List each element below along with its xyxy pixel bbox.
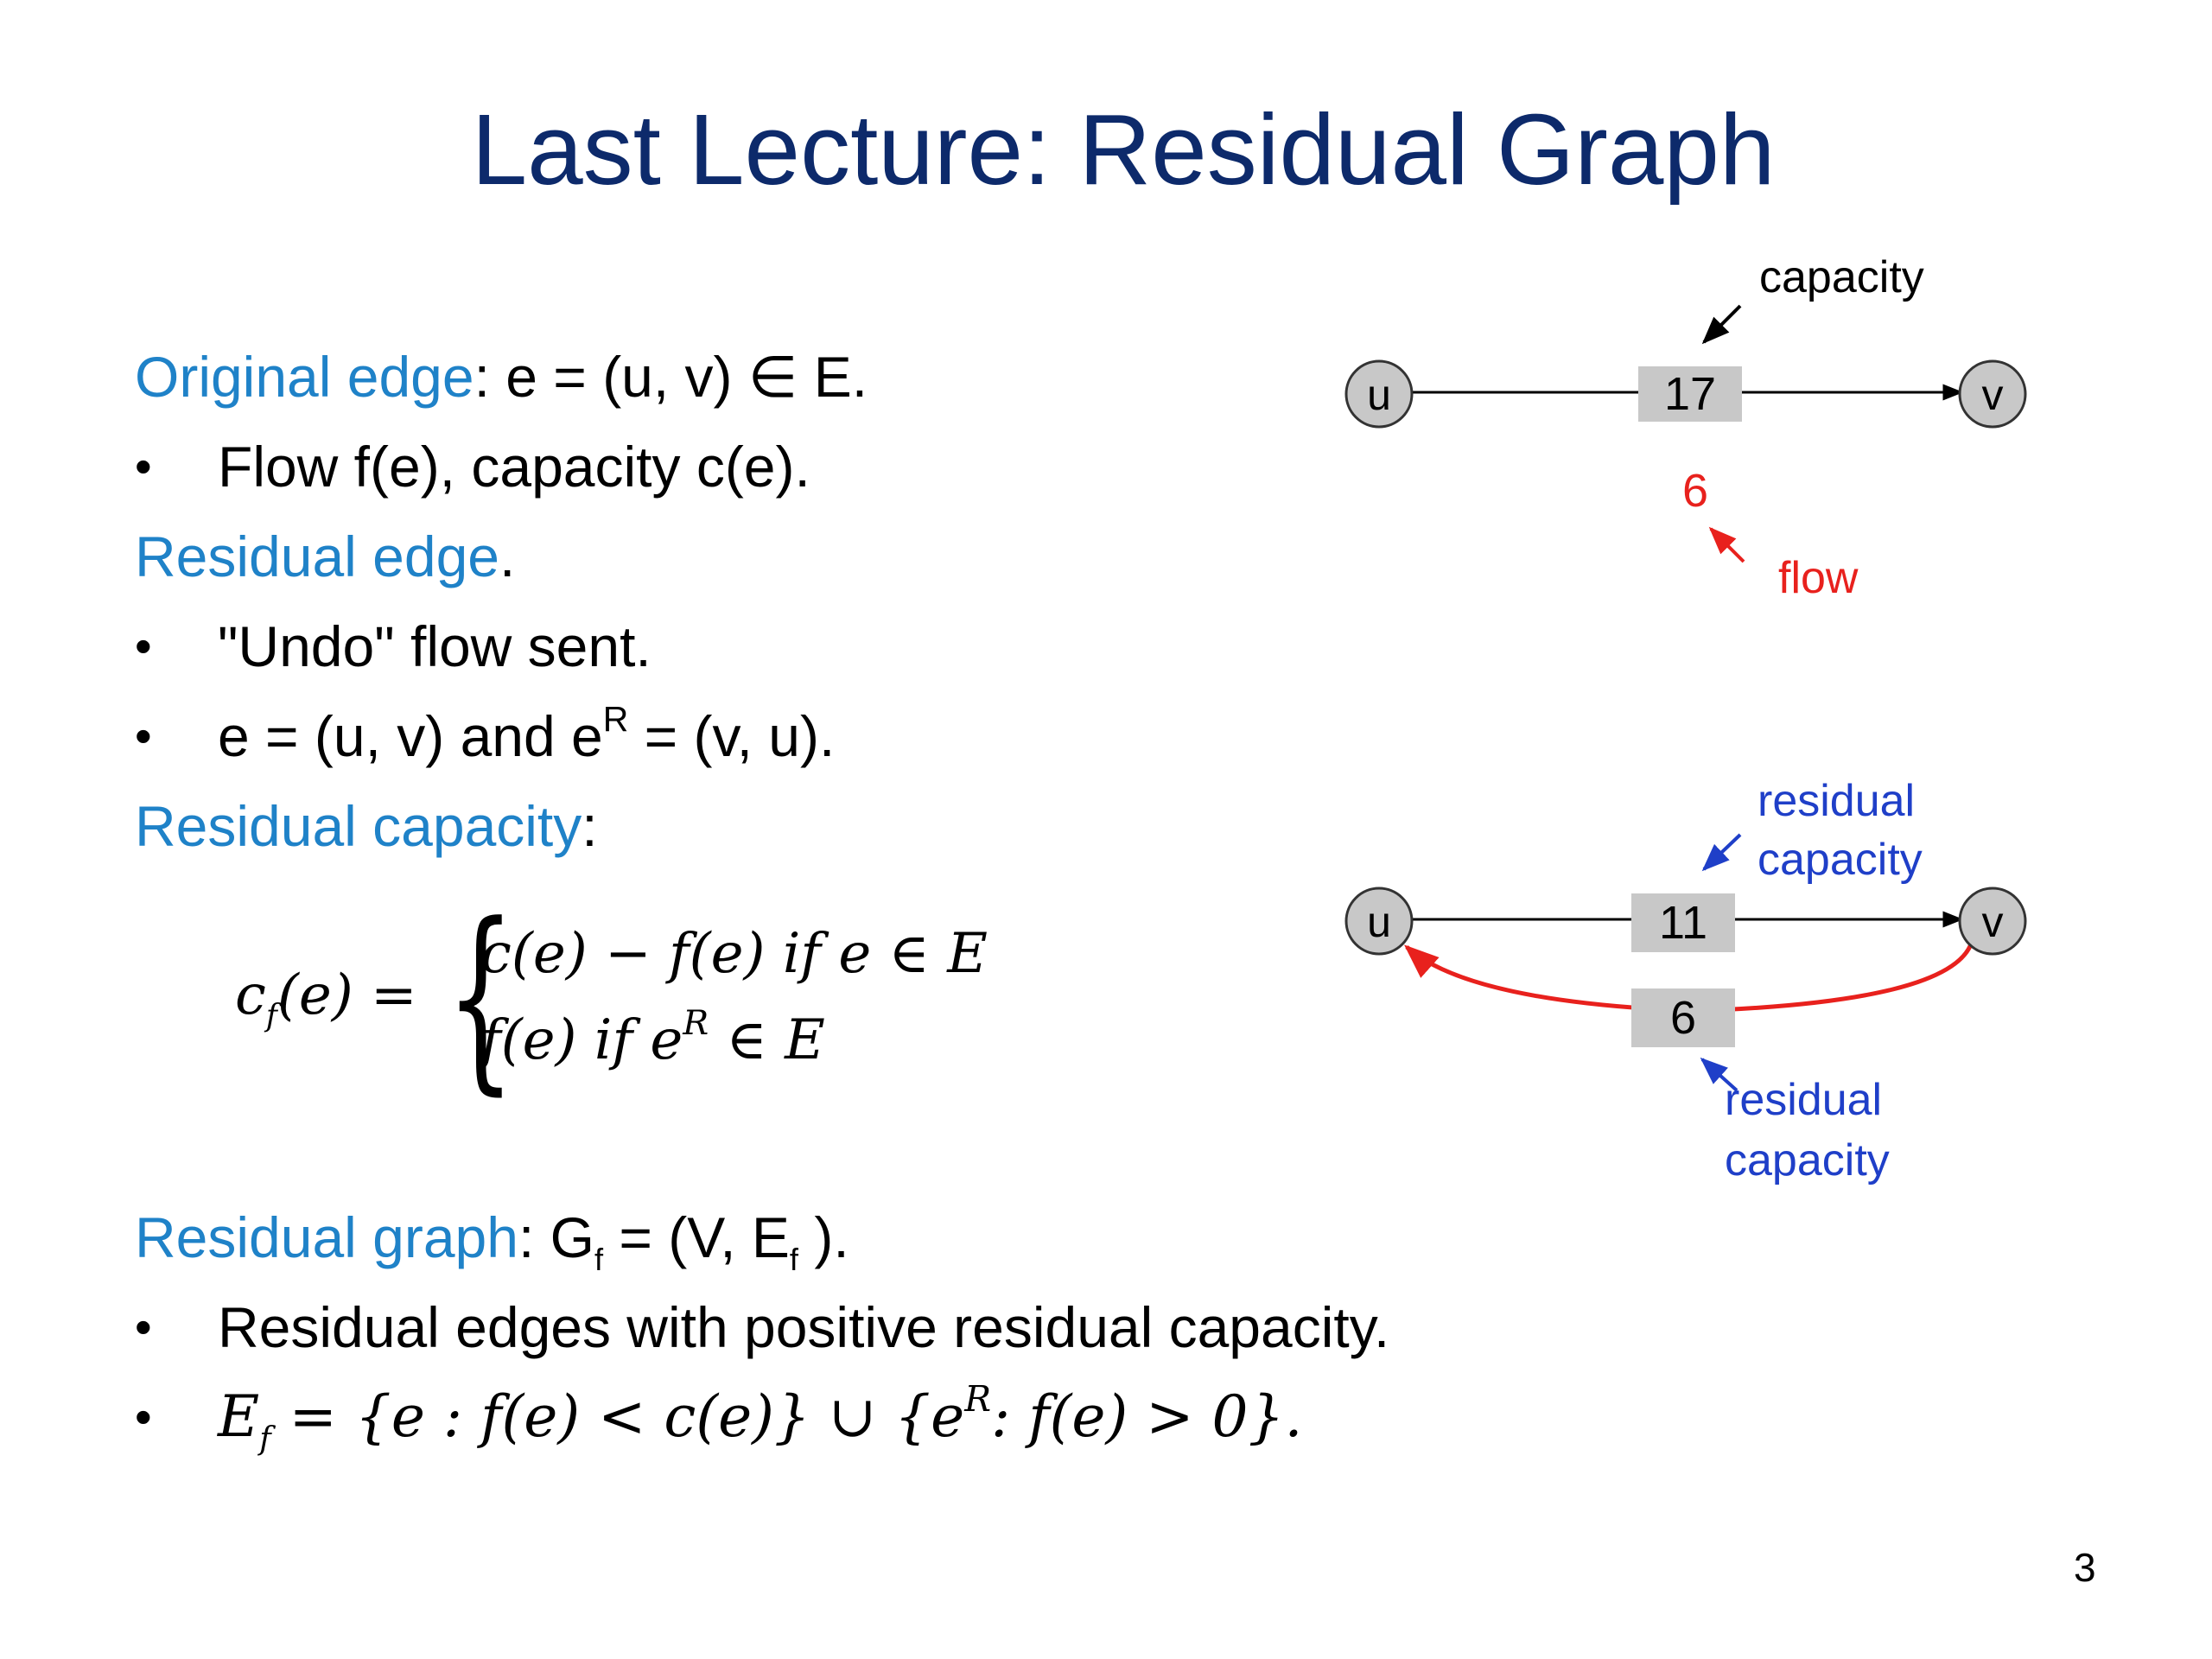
undo-flow-item: "Undo" flow sent. xyxy=(218,614,652,678)
formula-c: c xyxy=(235,963,266,1027)
flow-label: flow xyxy=(1778,553,1859,603)
formula-lhs: cf(e) = xyxy=(235,961,417,1039)
forward-residual-value: 11 xyxy=(1659,897,1707,949)
residual-graph-c: ). xyxy=(798,1205,849,1269)
residual-capacity-colon: : xyxy=(582,794,598,858)
flow-capacity-item: Flow f(e), capacity c(e). xyxy=(218,435,810,499)
node-u-top xyxy=(1344,359,1414,429)
page-number: 3 xyxy=(2074,1545,2096,1590)
formula-sub-f: f xyxy=(265,998,277,1034)
reverse-edge-text-b: = (v, u). xyxy=(628,704,836,768)
original-edge-term: Original edge xyxy=(135,345,474,409)
reverse-superscript: R xyxy=(602,699,629,740)
bullet: • xyxy=(135,1300,152,1354)
top-annotation-line2: capacity xyxy=(1758,835,1923,885)
residual-edge-period: . xyxy=(499,524,516,588)
ef-sub: f xyxy=(259,1419,271,1457)
ef-b: = {e : f(e) < c(e)} ∪ {e xyxy=(270,1383,965,1450)
capacity-box xyxy=(1638,366,1742,422)
node-v-bottom-label: v xyxy=(1982,898,2004,946)
residual-graph-sub-1: f xyxy=(594,1241,604,1277)
original-edge-line: Original edge: e = (u, v) ∈ E. xyxy=(135,342,868,411)
formula-brace: { xyxy=(446,882,516,1113)
top-annotation-arrow xyxy=(1701,833,1742,872)
node-u-bottom xyxy=(1344,887,1414,956)
bullet: • xyxy=(135,439,152,493)
formula-case-2: f(e) if eR ∈ E xyxy=(480,1003,825,1082)
formula-case-1: c(e) − f(e) if e ∈ E xyxy=(480,922,988,986)
formula-case-2-b: ∈ E xyxy=(709,1008,825,1072)
capacity-value: 17 xyxy=(1664,368,1716,420)
backward-residual-arrow xyxy=(1404,941,1974,1014)
positive-residual-item: Residual edges with positive residual ca… xyxy=(218,1295,1390,1359)
ef-sup: R xyxy=(964,1378,992,1421)
node-v-top xyxy=(1958,359,2027,429)
residual-graph-line: Residual graph: Gf = (V, Ef ). xyxy=(135,1203,849,1281)
node-u-bottom-label: u xyxy=(1367,898,1391,946)
node-u-top-label: u xyxy=(1367,371,1391,419)
original-edge-definition: : e = (u, v) ∈ E. xyxy=(474,345,868,409)
node-v-bottom xyxy=(1958,887,2027,956)
bullet: • xyxy=(135,709,152,763)
residual-graph-a: : G xyxy=(518,1205,594,1269)
top-annotation-line1: residual xyxy=(1758,776,1915,826)
residual-graph-b: = (V, E xyxy=(603,1205,790,1269)
node-v-top-label: v xyxy=(1982,371,2004,419)
bullet: • xyxy=(135,1389,152,1444)
ef-c: : f(e) > 0}. xyxy=(991,1383,1303,1450)
flow-value: 6 xyxy=(1682,465,1708,517)
residual-capacity-term: Residual capacity xyxy=(135,794,582,858)
bullet: • xyxy=(135,619,152,673)
slide-title: Last Lecture: Residual Graph xyxy=(471,93,1776,206)
reverse-edge-text-a: e = (u, v) and e xyxy=(218,704,603,768)
capacity-label: capacity xyxy=(1759,252,1924,302)
bottom-annotation-arrow xyxy=(1700,1057,1738,1092)
backward-residual-value: 6 xyxy=(1670,992,1696,1044)
residual-capacity-line: Residual capacity: xyxy=(135,791,598,861)
bottom-annotation-line2: capacity xyxy=(1725,1135,1890,1185)
original-edge-diagram: u v 17 capacity 6 flow xyxy=(1344,252,2027,603)
residual-edge-term: Residual edge xyxy=(135,524,499,588)
forward-residual-box xyxy=(1631,893,1735,952)
formula-case-2-sup: R xyxy=(683,1003,709,1044)
residual-edge-diagram: u v 11 6 residual capacity residual capa… xyxy=(1344,776,2027,1185)
formula-case-2-a: f(e) if e xyxy=(480,1008,683,1072)
ef-formula: Ef = {e : f(e) < c(e)} ∪ {eR: f(e) > 0}. xyxy=(218,1378,1303,1460)
residual-graph-sub-2: f xyxy=(789,1241,799,1277)
bottom-annotation-line1: residual xyxy=(1725,1075,1882,1125)
reverse-edge-item: e = (u, v) and eR = (v, u). xyxy=(218,699,836,779)
flow-pointer-arrow xyxy=(1708,526,1745,563)
backward-residual-box xyxy=(1631,988,1735,1047)
residual-graph-term: Residual graph xyxy=(135,1205,518,1269)
formula-lhs-rest: (e) = xyxy=(276,963,417,1027)
capacity-pointer-arrow xyxy=(1701,304,1742,345)
residual-edge-line: Residual edge. xyxy=(135,522,515,591)
ef-a: E xyxy=(218,1383,260,1450)
